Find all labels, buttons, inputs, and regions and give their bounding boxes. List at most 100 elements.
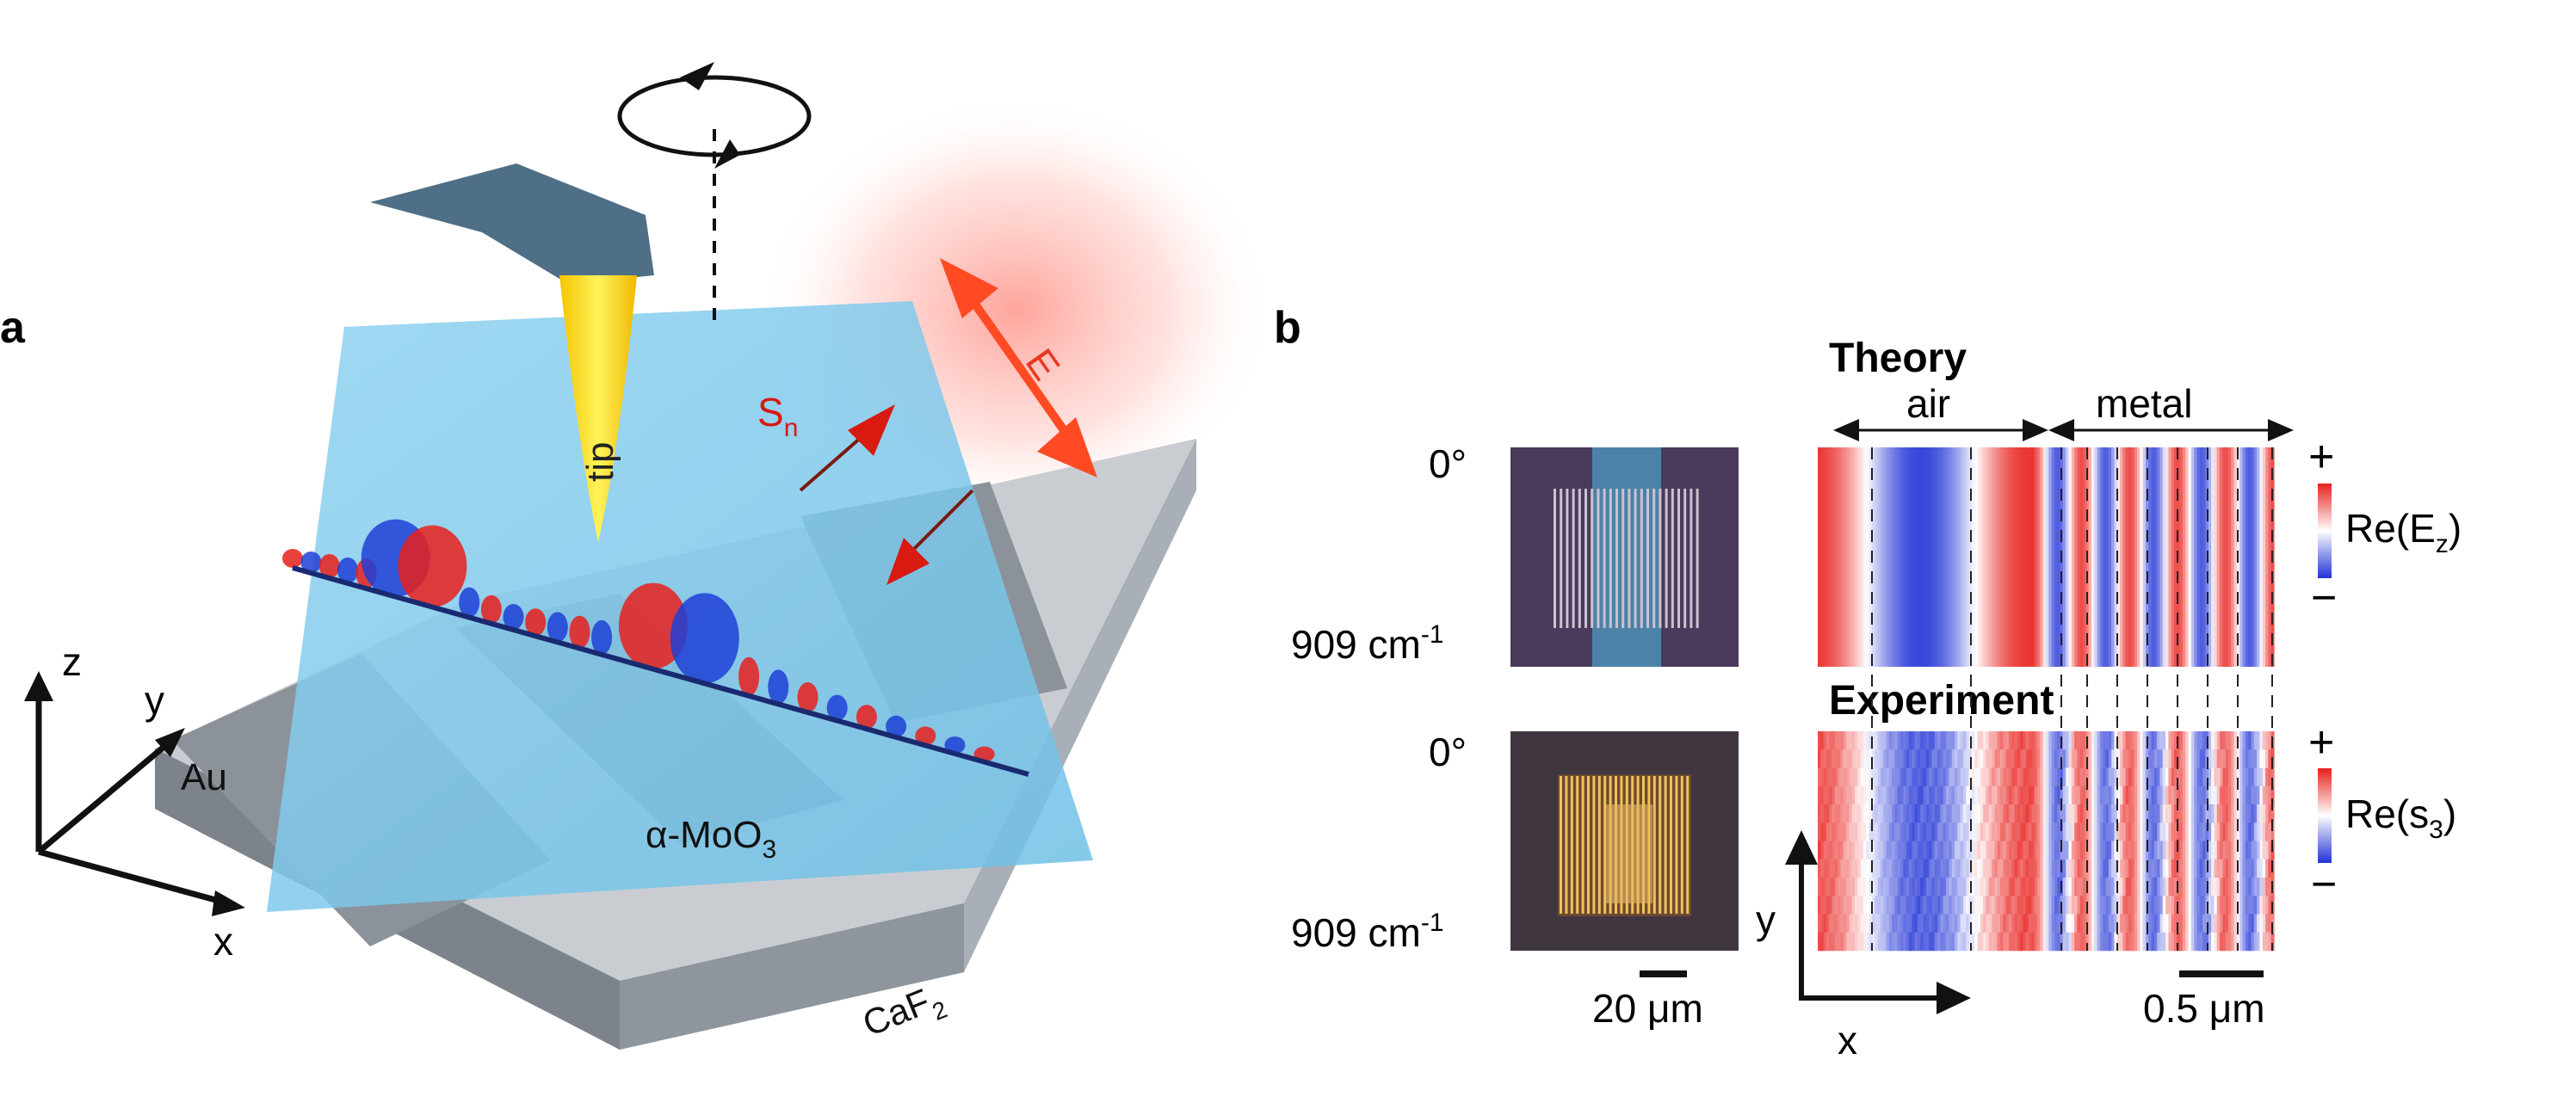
scale-left-label: 20 μm <box>1592 986 1703 1031</box>
cbar-bottom-label: Re(s3) <box>2345 792 2456 844</box>
experiment-map <box>1818 731 2275 951</box>
colorbar-top <box>2318 484 2332 578</box>
thumb-exp-grating-line <box>1686 776 1689 914</box>
axis-z-head <box>24 671 53 701</box>
thumb-theory <box>1510 447 1739 667</box>
map-axis-y-label: y <box>1756 897 1776 942</box>
thumb-grating-line <box>1677 489 1680 628</box>
thumb-grating-line <box>1578 489 1581 628</box>
row-bottom-angle: 0° <box>1429 730 1467 774</box>
cantilever <box>370 163 654 284</box>
colorbar-bottom <box>2318 768 2332 863</box>
thumb-exp-grating-line <box>1592 776 1595 914</box>
panel-a: a tip E <box>0 62 1274 1051</box>
thumb-exp-grating-line <box>1670 776 1672 914</box>
thumb-exp-grating-line <box>1675 776 1677 914</box>
map-axis-x-label: x <box>1838 1018 1857 1063</box>
cbar-bottom-plus: + <box>2308 718 2334 767</box>
thumb-theory-band <box>1592 447 1661 667</box>
panel-b-letter: b <box>1274 303 1301 353</box>
cbar-bottom-label-end: ) <box>2443 792 2456 836</box>
thumb-grating-line <box>1622 489 1624 628</box>
thumb-grating-line <box>1690 489 1692 628</box>
panel-a-letter: a <box>0 303 26 353</box>
thumb-exp-grating-line <box>1681 776 1683 914</box>
thumb-exp-grating-line <box>1576 776 1578 914</box>
thumb-exp-grating-line <box>1653 776 1656 914</box>
field-lobe <box>591 620 612 655</box>
thumb-grating-line <box>1671 489 1674 628</box>
thumb-grating-line <box>1665 489 1668 628</box>
thumb-exp-grating-line <box>1565 776 1567 914</box>
film-sub: 3 <box>762 835 776 864</box>
au-label: Au <box>181 756 227 798</box>
row-bottom-freq-sup: -1 <box>1421 909 1444 937</box>
thumb-exp-grating-line <box>1571 776 1573 914</box>
metal-arrowhead-right <box>2268 419 2294 441</box>
experiment-title: Experiment <box>1829 678 2054 724</box>
thumb-grating-line <box>1696 489 1699 628</box>
metal-label: metal <box>2096 381 2192 426</box>
cbar-bottom-label-main: Re(s <box>2345 792 2429 836</box>
cbar-top-label-sub: z <box>2436 530 2449 558</box>
row-top-freq: 909 cm-1 <box>1291 620 1444 667</box>
thumb-grating-line <box>1566 489 1568 628</box>
thumb-grating-line <box>1652 489 1655 628</box>
field-lobe <box>398 526 466 607</box>
row-bottom-freq-main: 909 cm <box>1291 910 1421 955</box>
field-lobe <box>738 657 759 696</box>
row-top-freq-main: 909 cm <box>1291 622 1421 667</box>
thumb-experiment <box>1510 731 1739 951</box>
thumb-exp-grating-line <box>1598 776 1601 914</box>
film-main: α-MoO <box>646 814 762 856</box>
axis-y-label: y <box>145 678 164 723</box>
substrate-sub: 2 <box>929 995 951 1026</box>
tip-label: tip <box>579 442 621 482</box>
field-lobe <box>282 549 303 568</box>
thumb-grating-line <box>1585 489 1587 628</box>
thumb-exp-grating-line <box>1659 776 1661 914</box>
field-lobe <box>570 616 590 649</box>
map-axis-y-head <box>1785 830 1818 865</box>
axis-x-head <box>212 890 245 916</box>
cbar-bottom-label-sub: 3 <box>2429 816 2443 844</box>
field-lobe <box>768 669 788 704</box>
scale-right-label: 0.5 μm <box>2143 986 2265 1031</box>
cbar-top-label-main: Re(E <box>2345 506 2436 551</box>
thumb-grating-line <box>1609 489 1612 628</box>
row-bottom-freq: 909 cm-1 <box>1291 909 1444 955</box>
thumb-grating-line <box>1640 489 1643 628</box>
theory-map <box>1818 447 2275 667</box>
theory-title: Theory <box>1829 336 1967 381</box>
map-axis-x-head <box>1937 982 1971 1014</box>
thumb-grating-line <box>1628 489 1630 628</box>
thumb-grating-line <box>1597 489 1599 628</box>
thumb-exp-grating-line <box>1560 776 1562 914</box>
thumb-grating-line <box>1659 489 1661 628</box>
thumb-grating-line <box>1591 489 1593 628</box>
cbar-top-label-end: ) <box>2449 506 2462 551</box>
metal-arrowhead-left <box>2048 419 2074 441</box>
thumb-grating-line <box>1603 489 1606 628</box>
poynting-main: S <box>757 390 784 434</box>
cbar-top-plus: + <box>2308 432 2334 482</box>
axis-x-line <box>39 852 228 903</box>
row-top-angle: 0° <box>1429 441 1467 486</box>
thumb-grating-line <box>1683 489 1686 628</box>
cbar-bottom-minus: − <box>2311 859 2337 909</box>
thumb-exp-grating-line <box>1665 776 1667 914</box>
row-top-freq-sup: -1 <box>1421 620 1444 649</box>
poynting-sub: n <box>784 414 799 442</box>
thumb-exp-grating-line <box>1582 776 1585 914</box>
axis-y-line <box>39 740 172 852</box>
thumb-exp-flake <box>1605 804 1652 903</box>
thumb-grating-line <box>1646 489 1649 628</box>
thumb-grating-line <box>1560 489 1562 628</box>
thumb-exp-grating-line <box>1587 776 1590 914</box>
cbar-top-minus: − <box>2311 573 2337 623</box>
thumb-grating-line <box>1634 489 1637 628</box>
air-arrowhead-right <box>2023 419 2048 441</box>
air-label: air <box>1906 381 1950 426</box>
thumb-grating-line <box>1554 489 1556 628</box>
